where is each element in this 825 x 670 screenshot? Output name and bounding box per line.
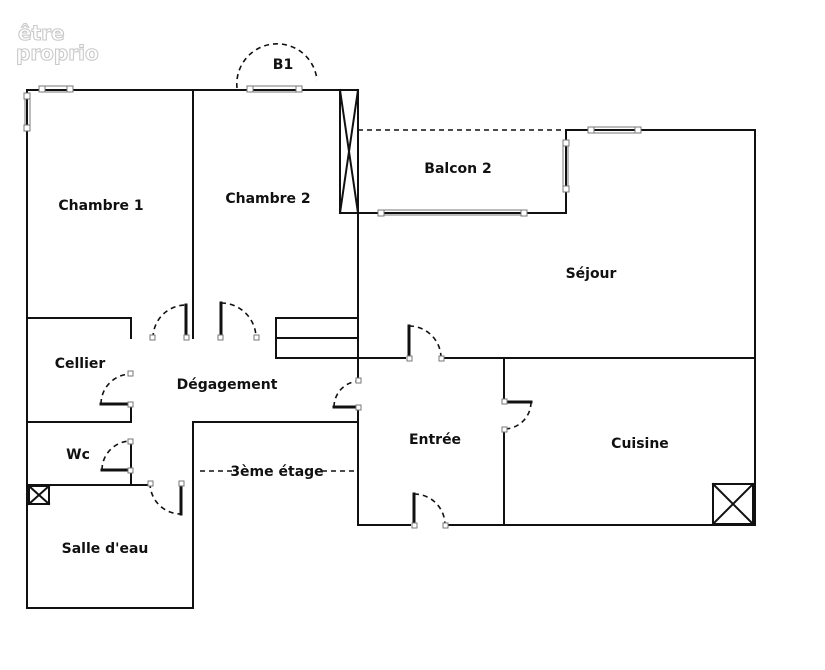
label-chambre-2: Chambre 2 (225, 191, 310, 207)
label-3eme-etage: 3ème étage (230, 464, 323, 480)
label-cuisine: Cuisine (611, 436, 669, 452)
label-wc: Wc (66, 447, 90, 463)
door-entree-front (412, 492, 446, 527)
label-b1: B1 (273, 57, 293, 73)
door-b1 (236, 43, 318, 89)
label-entree: Entrée (409, 432, 461, 448)
window-balcon2-bottom (377, 209, 528, 217)
window-chambre1-left (23, 92, 31, 132)
window-chambre1-top (38, 85, 74, 93)
window-chambre2-top (246, 85, 303, 93)
door-cellier (99, 373, 133, 406)
window-balcon2-side (562, 139, 570, 193)
label-salle-deau: Salle d'eau (62, 541, 149, 557)
label-degagement: Dégagement (177, 377, 278, 393)
label-balcon-2: Balcon 2 (424, 161, 491, 177)
door-openings (355, 355, 507, 528)
label-sejour: Séjour (566, 266, 617, 282)
window-sejour-top (587, 126, 642, 134)
label-cellier: Cellier (55, 356, 106, 372)
shaft-cuisine (711, 482, 755, 526)
door-chambre1 (152, 303, 188, 340)
door-wc (100, 440, 133, 472)
shaft-chambre2 (338, 88, 360, 215)
logo-line-2: proprio (16, 41, 99, 65)
etreproprio-logo: être proprio (15, 20, 99, 65)
walls (26, 89, 756, 609)
logo-line-1: être (18, 21, 65, 45)
label-chambre-1: Chambre 1 (58, 198, 143, 214)
door-salle-deau (149, 481, 183, 516)
door-cuisine (502, 400, 533, 430)
door-sejour (407, 324, 442, 360)
door-nodes (127, 334, 508, 529)
door-chambre2 (219, 301, 257, 340)
shaft-salle-deau (27, 484, 51, 506)
